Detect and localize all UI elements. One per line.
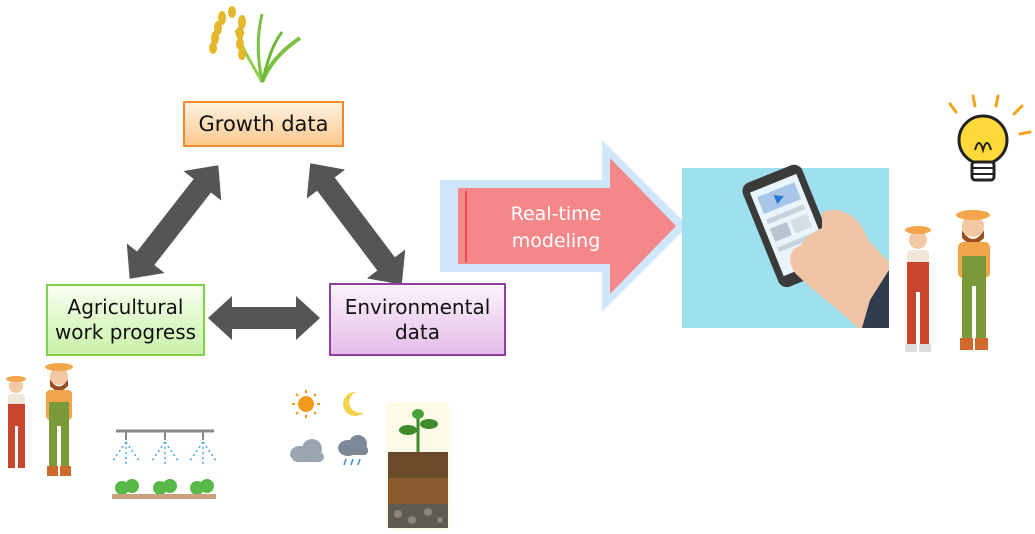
rain-cloud-icon [338,435,368,466]
environmental-data-node: Environmental data [329,283,506,356]
big-arrow-line1: Real-time [511,203,602,225]
growth-data-label: Growth data [198,111,329,136]
agri-label-line1: Agricultural [67,295,184,319]
rice-plant-icon [209,6,302,83]
arrow-agri-env [208,296,320,340]
moon-icon [343,391,364,416]
sun-icon [292,390,320,418]
arrow-growth-agri [126,165,222,279]
farmer-couple-icon [905,210,990,352]
sprinkler-icon [111,429,218,499]
real-time-modeling-arrow: Real-time modeling [440,140,688,312]
env-label-line1: Environmental [344,294,491,319]
agri-label-line2: work progress [54,320,197,344]
agricultural-work-progress-node: Agricultural work progress [46,284,205,356]
farmer-couple-small-icon [6,363,73,476]
cloud-icon [290,439,324,462]
growth-data-node: Growth data [183,101,344,147]
smartphone-hand-icon [682,164,889,328]
arrow-growth-env [306,163,406,285]
big-arrow-line2: modeling [512,230,601,252]
env-label-line2: data [394,319,441,344]
lightbulb-icon [948,94,1032,182]
soil-layers-icon [386,402,450,530]
